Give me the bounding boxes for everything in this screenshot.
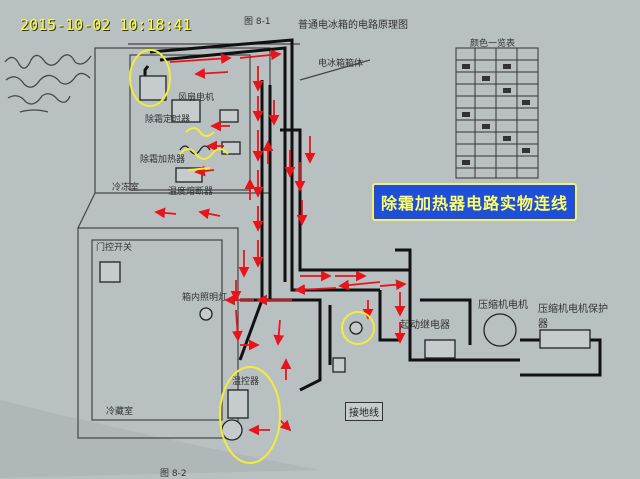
ground-wire-label: 接地线 xyxy=(345,402,383,421)
label-start-relay: 起动继电器 xyxy=(400,320,450,331)
label-defrost-timer: 除霜定时器 xyxy=(145,115,191,125)
label-door-switch: 门控开关 xyxy=(96,243,133,253)
label-color-table: 颜色一览表 xyxy=(470,39,516,49)
figure-no-bottom: 图 8-2 xyxy=(160,469,187,479)
label-compressor-protector: 压缩机电机保护器 xyxy=(538,304,608,330)
label-fridge-box: 电冰箱箱体 xyxy=(318,59,364,69)
outer-frame xyxy=(77,43,371,439)
label-thermostat: 温控器 xyxy=(232,377,260,387)
highlight-circle-bottom xyxy=(219,366,281,464)
label-defrost-heater: 除霜加热器 xyxy=(140,155,186,165)
highlight-circle-top xyxy=(129,49,171,107)
label-interior-lamp: 箱内照明灯 xyxy=(182,293,228,303)
label-compressor-motor: 压缩机电机 xyxy=(478,300,528,311)
highlight-heater-top xyxy=(185,127,215,137)
timestamp: 2015-10-02 10:18:41 xyxy=(20,16,192,34)
figure-no-top: 图 8-1 xyxy=(244,17,271,27)
label-fridge-compartment: 冷藏室 xyxy=(106,407,134,417)
color-table xyxy=(455,47,539,179)
figure-caption: 普通电冰箱的电路原理图 xyxy=(298,20,408,31)
highlight-marks xyxy=(129,49,375,464)
handwriting xyxy=(4,54,92,113)
label-fan-motor: 风扇电机 xyxy=(178,93,215,103)
highlight-heater-coil xyxy=(179,148,229,160)
highlight-heater-bottom xyxy=(187,167,211,171)
label-temp-fuse: 温度熔断器 xyxy=(168,187,214,197)
defrost-heater-callout: 除霜加热器电路实物连线 xyxy=(372,183,577,221)
highlight-circle-relay xyxy=(341,311,375,345)
label-freezer: 冷冻室 xyxy=(112,183,140,193)
current-trace xyxy=(154,49,407,436)
